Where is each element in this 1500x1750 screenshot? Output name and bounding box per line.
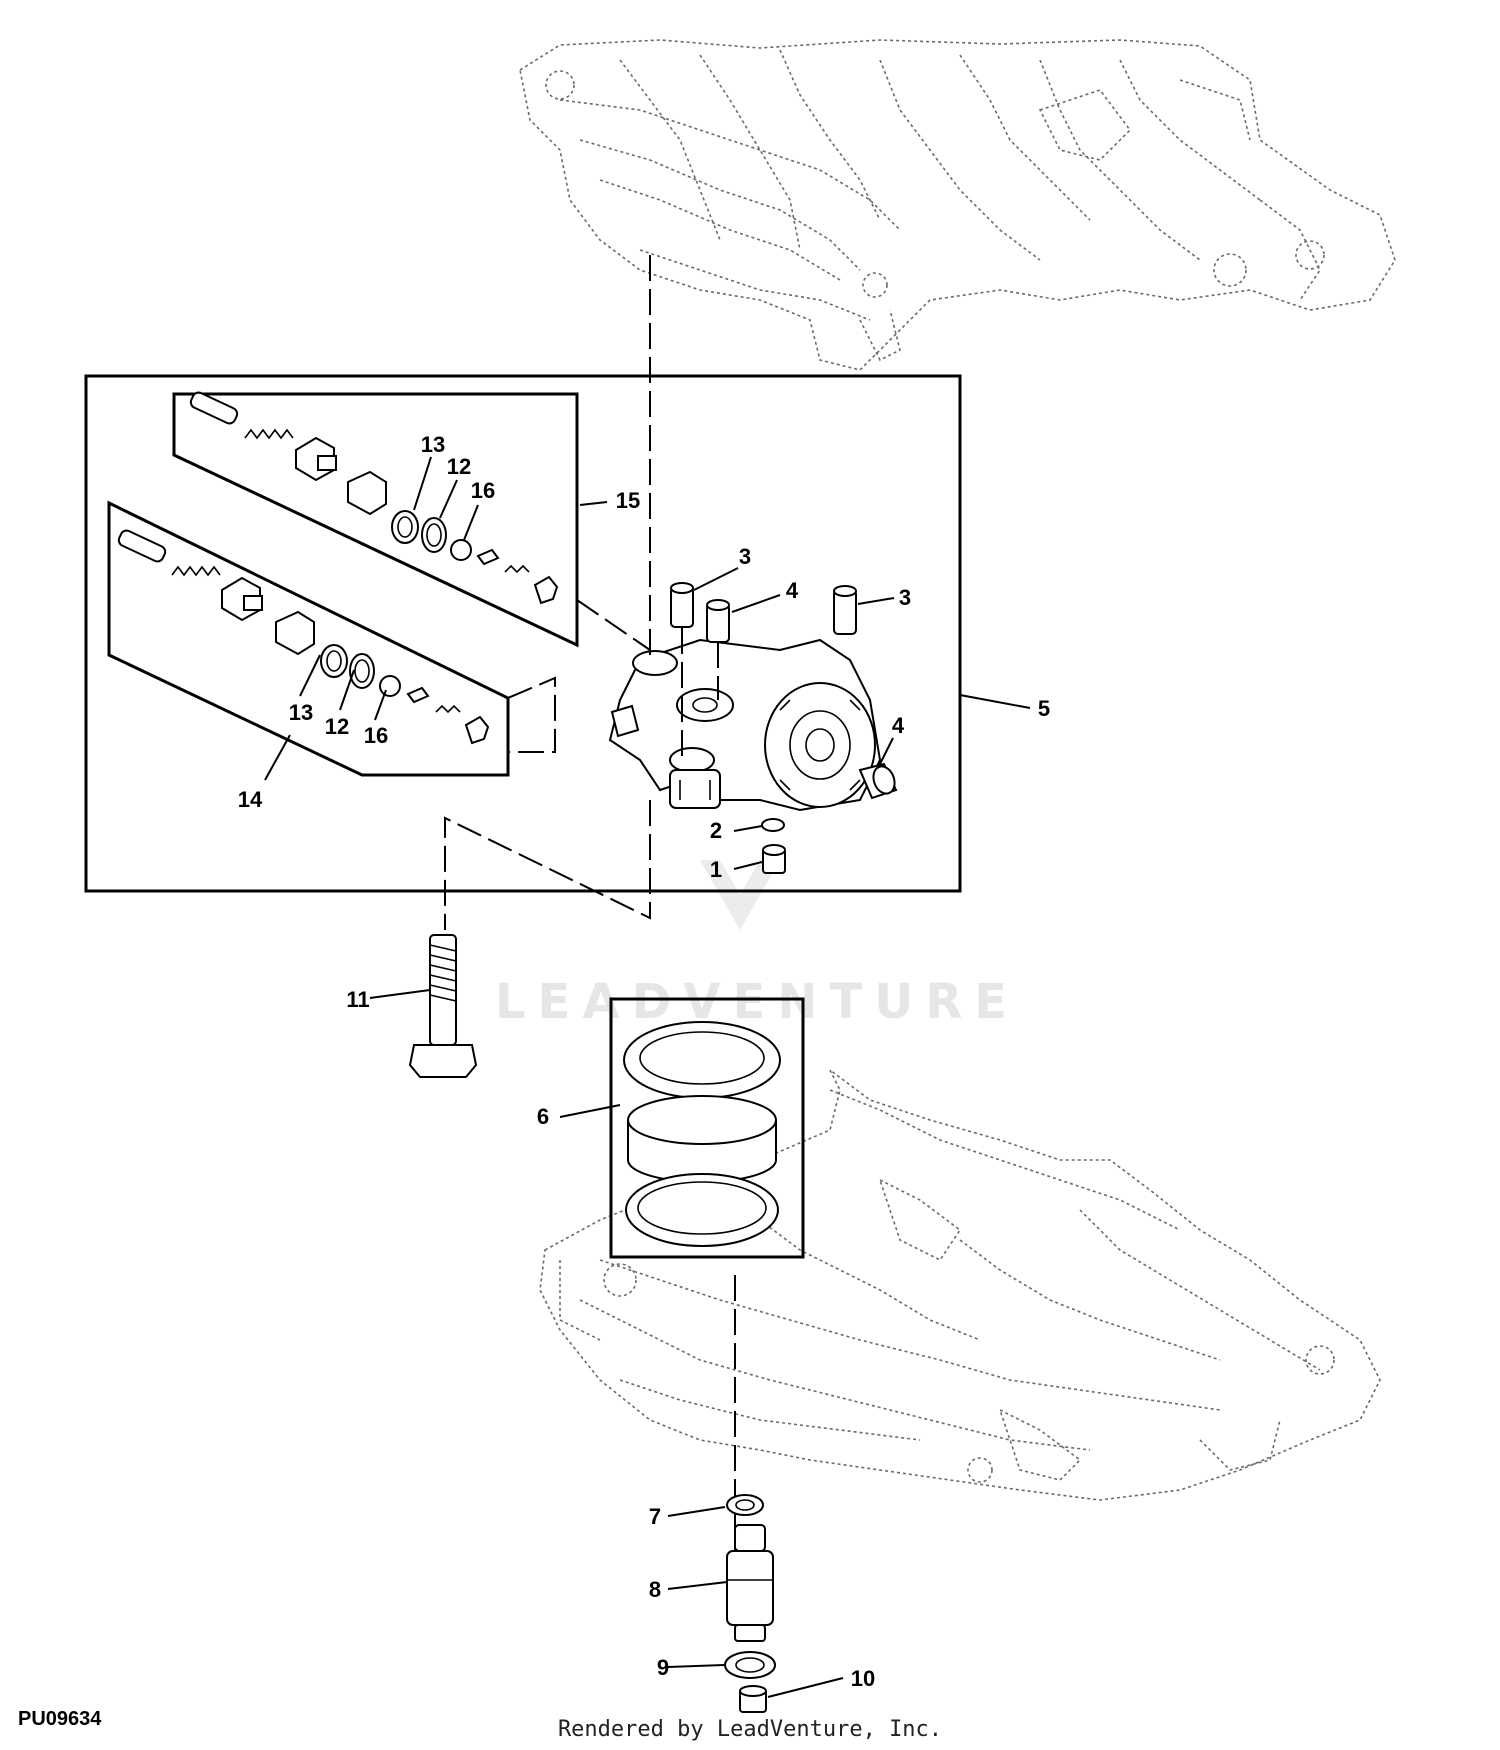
callout-7: 7 xyxy=(649,1504,661,1529)
charge-pump-body xyxy=(608,638,882,812)
washer-2 xyxy=(761,818,785,832)
upper-transmission-housing xyxy=(519,39,1396,371)
o-ring-9 xyxy=(724,1651,776,1679)
callout-labels: 1 2 3 3 4 4 5 6 7 8 9 10 11 12 12 13 13 … xyxy=(238,432,1050,1691)
o-ring-7 xyxy=(726,1494,764,1516)
callout-14: 14 xyxy=(238,787,263,812)
callout-4-right: 4 xyxy=(892,713,905,738)
valve-kit-14-parts xyxy=(117,529,490,745)
callout-12-lower: 12 xyxy=(325,714,349,739)
seal-kit-6-box xyxy=(609,997,805,1259)
callout-12-upper: 12 xyxy=(447,454,471,479)
callout-6: 6 xyxy=(537,1104,549,1129)
callout-10: 10 xyxy=(851,1666,875,1691)
callout-5: 5 xyxy=(1038,696,1050,721)
callout-15: 15 xyxy=(616,488,640,513)
valve-kit-14-box xyxy=(107,500,510,777)
callout-3-right: 3 xyxy=(899,585,911,610)
plug-10 xyxy=(739,1685,767,1713)
valve-kit-15-parts xyxy=(189,391,559,605)
callout-3-left: 3 xyxy=(739,544,751,569)
bolt-11 xyxy=(408,934,478,1078)
sleeves xyxy=(670,582,898,800)
callout-2: 2 xyxy=(710,818,722,843)
seal-kit-6-parts xyxy=(623,1021,781,1247)
callout-8: 8 xyxy=(649,1577,661,1602)
callout-9: 9 xyxy=(657,1655,669,1680)
leadventure-watermark: LEADVENTURE xyxy=(495,860,1019,1030)
charge-pump-kit-box xyxy=(84,374,962,893)
fitting-8 xyxy=(726,1524,774,1642)
drain-parts xyxy=(724,1494,776,1713)
callout-16-lower: 16 xyxy=(364,723,388,748)
lower-transmission-housing xyxy=(539,1069,1381,1501)
callout-16-upper: 16 xyxy=(471,478,495,503)
assembly-centerlines xyxy=(444,255,736,1600)
callout-11: 11 xyxy=(346,987,369,1012)
callout-leaders xyxy=(264,456,1031,1698)
plug-1 xyxy=(762,844,786,874)
callout-13-lower: 13 xyxy=(289,700,313,725)
render-credit: Rendered by LeadVenture, Inc. xyxy=(557,1717,943,1742)
watermark-text: LEADVENTURE xyxy=(495,974,1019,1030)
callout-1: 1 xyxy=(710,857,722,882)
valve-kit-15-box xyxy=(172,392,579,648)
callout-4-top: 4 xyxy=(786,578,799,603)
callout-13-upper: 13 xyxy=(421,432,445,457)
figure-id: PU09634 xyxy=(18,1708,102,1730)
